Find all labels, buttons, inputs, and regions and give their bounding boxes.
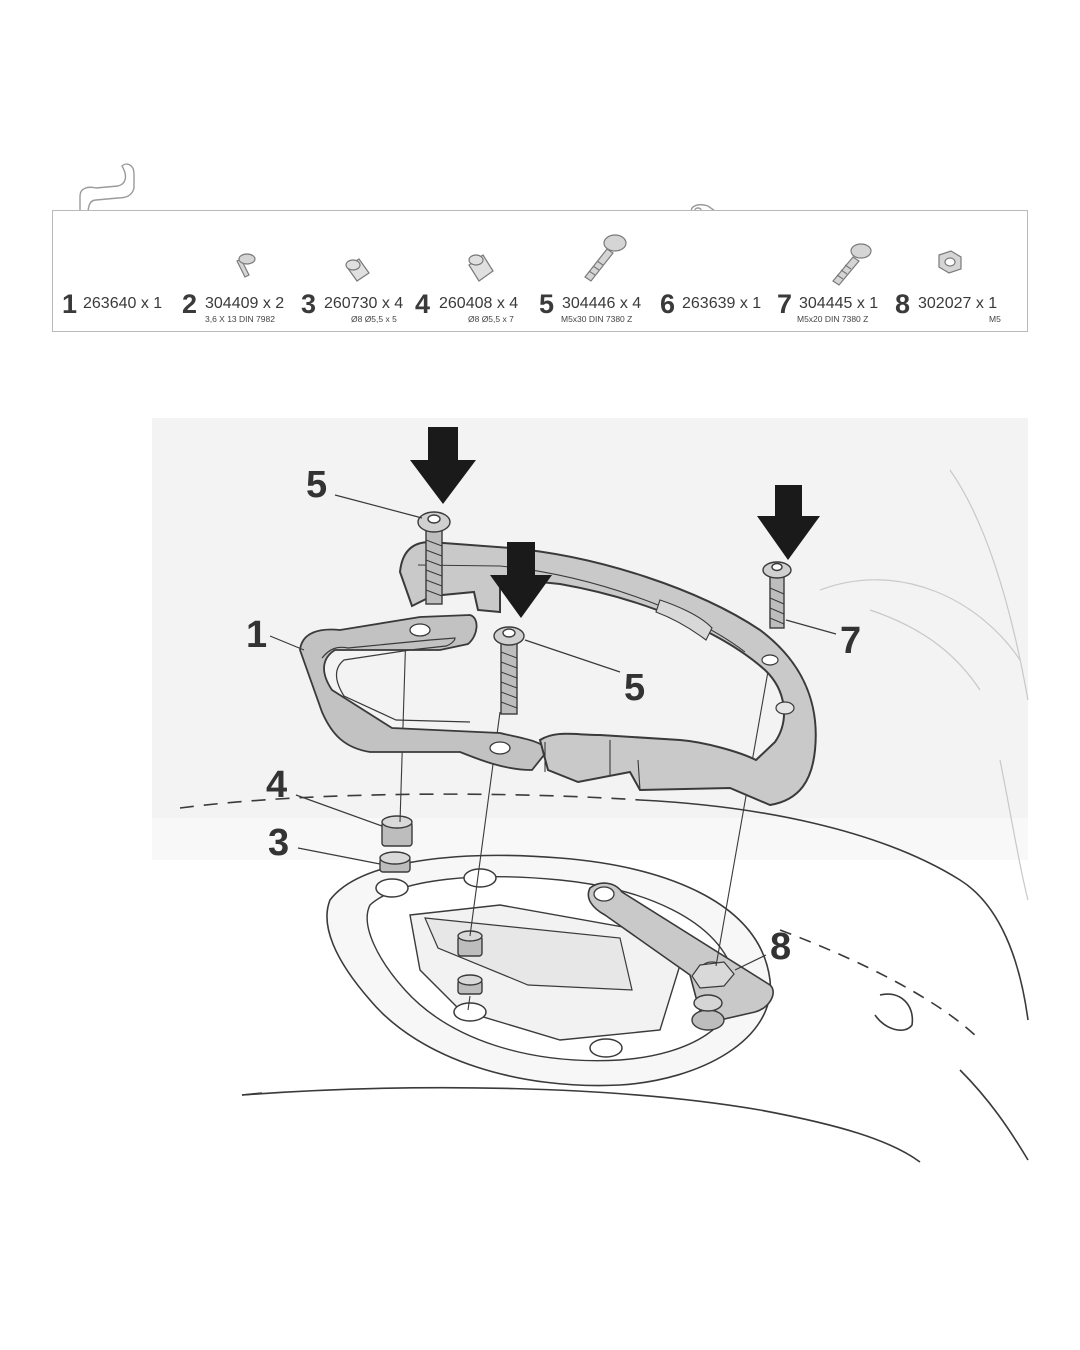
part-number: 4 (415, 289, 431, 319)
spacers-on-tank (457, 930, 483, 995)
callout-3: 3 (268, 822, 289, 864)
bolt-icon (584, 234, 627, 282)
callout-5-left: 5 (306, 464, 327, 506)
loose-spacers (379, 815, 413, 873)
plate-part (587, 882, 774, 1031)
callout-7: 7 (840, 620, 861, 662)
callout-1: 1 (246, 614, 267, 656)
bolt-5-left (417, 511, 451, 605)
part-spec: Ø8 Ø5,5 x 5 (351, 314, 397, 324)
part-spec: M5 (989, 314, 1001, 324)
parts-list: 1 263640 x 1 2 304409 x 2 3,6 X 13 DIN 7… (52, 210, 1028, 332)
bolt-icon (832, 243, 872, 286)
leader-lines (269, 494, 837, 971)
bolt-7 (762, 561, 792, 629)
callout-4: 4 (266, 764, 287, 806)
part-number: 1 (62, 289, 78, 319)
part-code: 260730 x 4 (324, 295, 404, 312)
tank-lock-ring (398, 540, 817, 807)
part-code: 304446 x 4 (562, 295, 642, 312)
part-spec: 3,6 X 13 DIN 7982 (205, 314, 275, 324)
arrow-down-icon (757, 485, 820, 560)
diagram-backdrop-fade (152, 818, 1028, 860)
part-code: 302027 x 1 (918, 295, 998, 312)
part-code: 260408 x 4 (439, 295, 519, 312)
arrow-down-icon (410, 427, 476, 504)
part-code: 304409 x 2 (205, 295, 285, 312)
parts-icons (236, 234, 962, 286)
callout-5-center: 5 (624, 667, 645, 709)
part-number: 6 (660, 289, 676, 319)
part-number: 5 (539, 289, 555, 319)
nut-icon (938, 250, 962, 274)
part-number: 3 (301, 289, 317, 319)
part-spec: M5x30 DIN 7380 Z (561, 314, 633, 324)
part-code: 263639 x 1 (682, 295, 762, 312)
part-number: 7 (777, 289, 793, 319)
part-code: 263640 x 1 (83, 295, 163, 312)
part-spec: Ø8 Ø5,5 x 7 (468, 314, 514, 324)
callout-8: 8 (770, 926, 791, 968)
screw-icon (236, 253, 256, 278)
arrow-down-icon (490, 542, 552, 618)
bolt-5-center (493, 626, 525, 715)
spacer-icon (345, 258, 370, 282)
spacer-icon (468, 254, 494, 282)
part-number: 2 (182, 289, 198, 319)
part-spec: M5x20 DIN 7380 Z (797, 314, 869, 324)
tank-outline-lines (819, 469, 1029, 901)
part-code: 304445 x 1 (799, 295, 879, 312)
down-arrows (410, 427, 820, 618)
part-number: 8 (895, 289, 911, 319)
bracket-part-1 (299, 614, 550, 771)
fuel-tank (179, 793, 1029, 1163)
